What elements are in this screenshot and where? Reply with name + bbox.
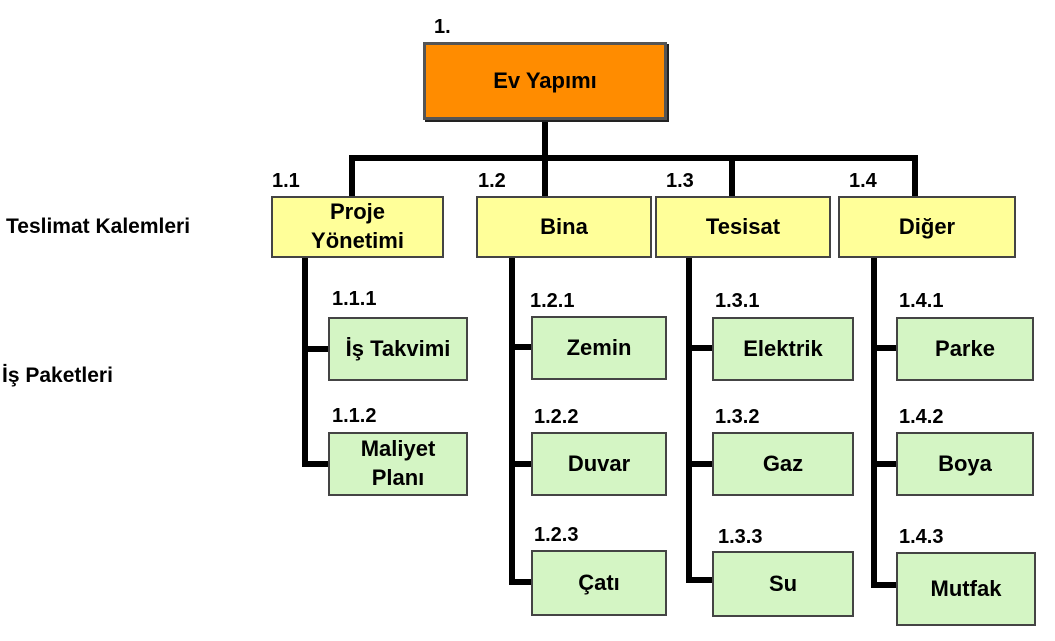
node-1-4-3: Mutfak: [896, 552, 1036, 626]
node-1-2-3-label: Çatı: [578, 569, 620, 595]
node-1-4-number: 1.4: [849, 170, 877, 192]
root-node: Ev Yapımı: [423, 42, 667, 120]
node-1-2-2-label: Duvar: [567, 450, 631, 476]
node-1-2-3: Çatı: [531, 550, 667, 616]
node-1-3-1-number: 1.3.1: [715, 290, 760, 312]
node-1-1-2-label-line2: Planı: [371, 465, 425, 490]
node-1-4-label: Diğer: [898, 213, 956, 239]
deliverables-label: Teslimat Kalemleri: [6, 215, 191, 238]
node-1-3-2-number: 1.3.2: [715, 406, 760, 428]
node-1-4-2-number: 1.4.2: [899, 406, 944, 428]
node-1-3-3: Su: [712, 551, 854, 617]
node-1-2-2-number: 1.2.2: [534, 406, 579, 428]
node-1-3-2: Gaz: [712, 432, 854, 496]
node-1-3-3-number: 1.3.3: [718, 526, 763, 548]
node-1-2-number: 1.2: [478, 170, 506, 192]
node-1-2-1-label: Zemin: [566, 334, 632, 360]
node-1-2-2: Duvar: [531, 432, 667, 496]
node-1-2-1-number: 1.2.1: [530, 290, 575, 312]
node-1-1-label-line1: Proje: [329, 199, 386, 225]
node-1-1-2: Maliyet Planı: [328, 432, 468, 496]
node-1-4-1-number: 1.4.1: [899, 290, 944, 312]
node-1-3-1: Elektrik: [712, 317, 854, 381]
node-1-3-label: Tesisat: [705, 213, 781, 239]
node-1-3-1-label: Elektrik: [743, 335, 823, 361]
node-1-1-label-line2: Yönetimi: [311, 228, 404, 253]
node-1-2-3-number: 1.2.3: [534, 524, 579, 546]
node-1-1-1-label: İş Takvimi: [345, 335, 451, 361]
node-1-4: Diğer: [838, 196, 1016, 258]
node-1-1-1: İş Takvimi: [328, 317, 468, 381]
node-1-4-2-label: Boya: [938, 450, 992, 476]
node-1-4-3-label: Mutfak: [930, 575, 1002, 601]
node-1-4-1-label: Parke: [935, 335, 995, 361]
node-1-2: Bina: [476, 196, 652, 258]
node-1-4-3-number: 1.4.3: [899, 526, 944, 548]
node-1-3-2-label: Gaz: [762, 450, 804, 476]
node-1-3-number: 1.3: [666, 170, 694, 192]
node-1-2-label: Bina: [540, 213, 588, 239]
node-1-1: Proje Yönetimi: [271, 196, 444, 258]
node-1-4-2: Boya: [896, 432, 1034, 496]
node-1-1-2-number: 1.1.2: [332, 405, 377, 427]
node-1-1-number: 1.1: [272, 170, 300, 192]
node-1-3: Tesisat: [655, 196, 831, 258]
node-1-1-1-number: 1.1.1: [332, 288, 377, 310]
node-1-3-3-label: Su: [768, 570, 798, 596]
node-1-2-1: Zemin: [531, 316, 667, 380]
root-number: 1.: [434, 16, 451, 38]
node-1-4-1: Parke: [896, 317, 1034, 381]
node-1-1-2-label-line1: Maliyet: [360, 436, 436, 462]
work-packages-label: İş Paketleri: [2, 364, 113, 387]
root-label: Ev Yapımı: [493, 67, 597, 93]
